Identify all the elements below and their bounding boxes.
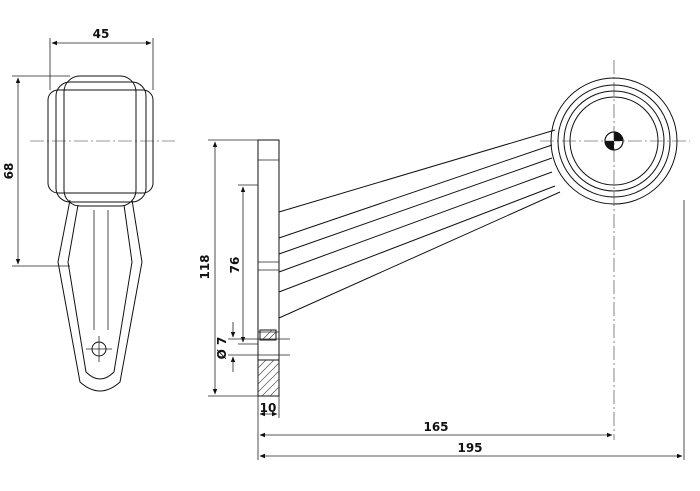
dim-hole-diameter: Ø 7 <box>215 337 229 360</box>
dim-reach-center: 165 <box>423 420 448 434</box>
dim-reach-total: 195 <box>457 441 482 455</box>
side-view: 45 68 <box>2 27 175 392</box>
dim-width-top: 45 <box>93 27 110 41</box>
front-view: 118 76 Ø 7 10 165 195 <box>198 60 690 460</box>
dim-height-total: 118 <box>198 254 212 279</box>
hatch-pattern <box>257 359 280 397</box>
dim-thickness: 10 <box>260 401 277 415</box>
dim-height-left: 68 <box>2 163 16 180</box>
dim-height-inner: 76 <box>228 257 242 274</box>
